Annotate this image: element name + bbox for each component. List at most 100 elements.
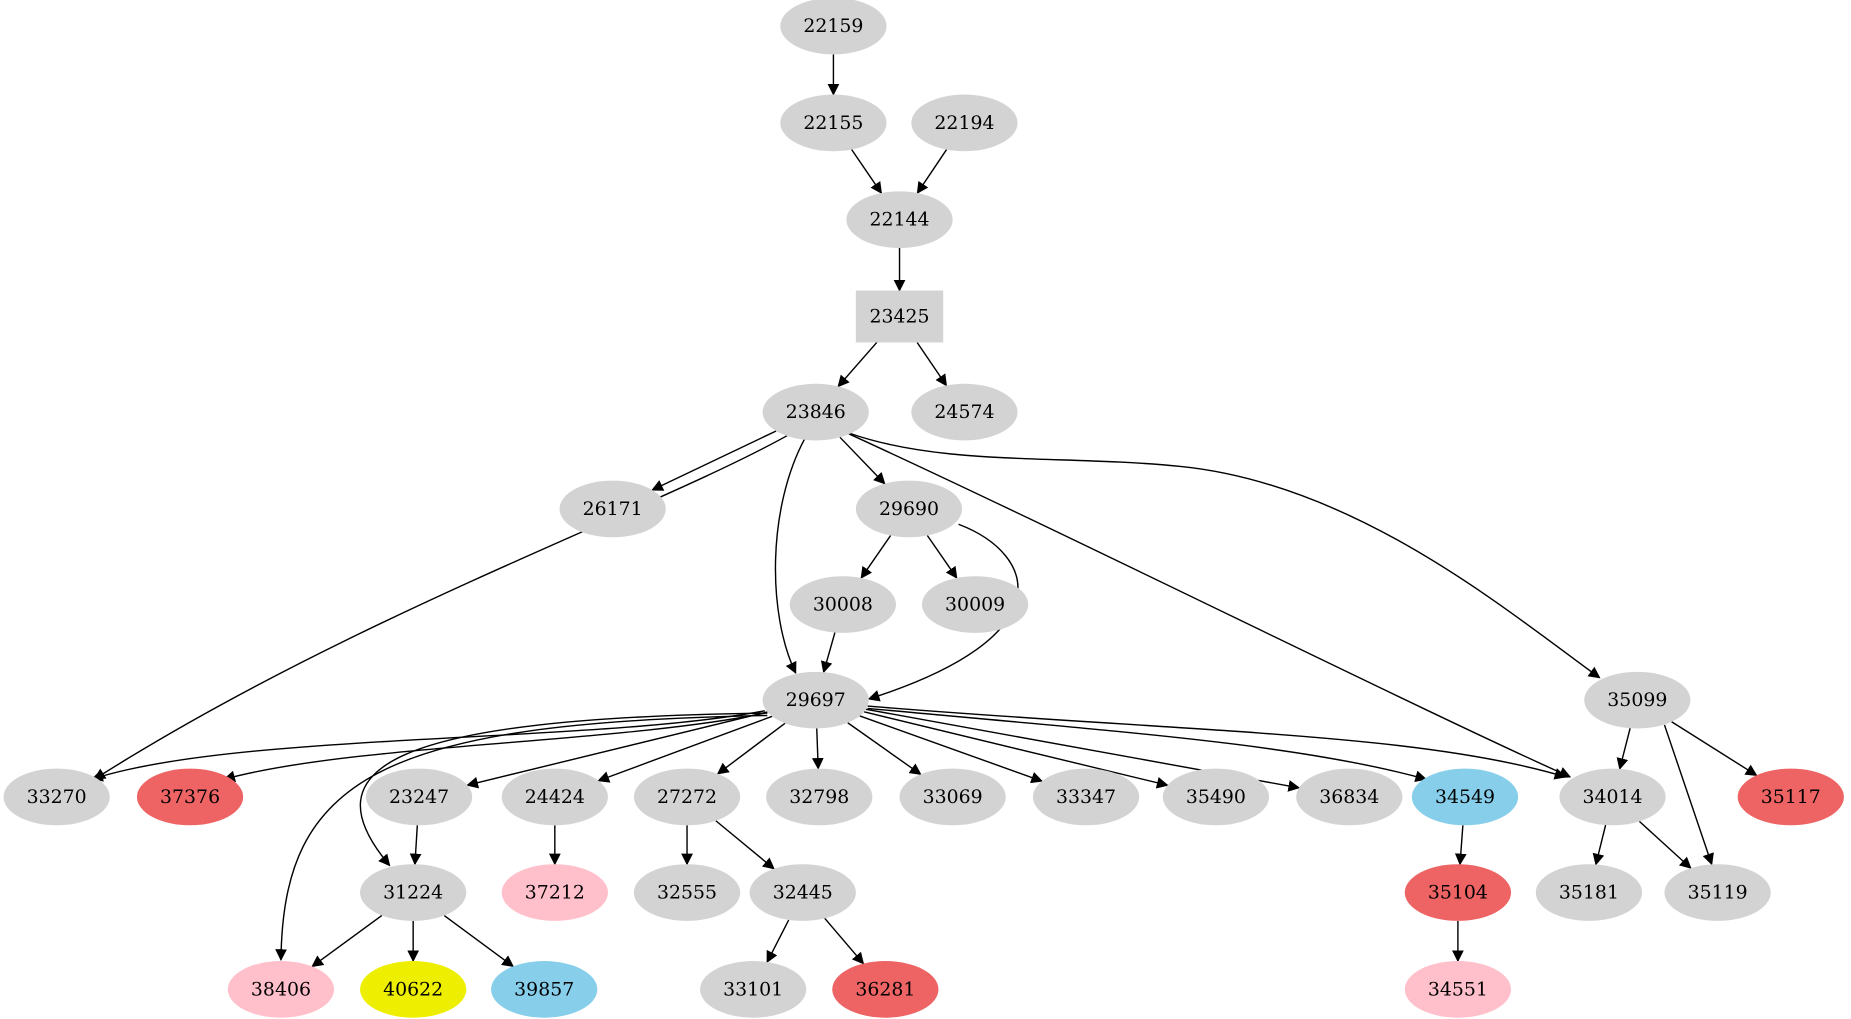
edge-22155-22144 <box>851 149 883 195</box>
edge-34014-35181 <box>1592 824 1607 866</box>
node-label: 24574 <box>934 401 994 423</box>
node-shape <box>365 768 473 826</box>
node-label: 30008 <box>813 594 873 616</box>
edge-23425-24574 <box>916 342 948 387</box>
node-35181[interactable]: 35181 <box>1535 864 1643 921</box>
node-23846[interactable]: 23846 <box>762 383 869 441</box>
node-label: 23846 <box>786 401 846 423</box>
node-24424[interactable]: 24424 <box>501 768 608 826</box>
edge-32445-33101 <box>766 919 790 964</box>
node-22194[interactable]: 22194 <box>911 94 1018 152</box>
node-35117[interactable]: 35117 <box>1737 768 1844 826</box>
node-shape <box>921 576 1029 633</box>
edge-27272-32445 <box>715 820 775 870</box>
node-22144[interactable]: 22144 <box>846 191 953 249</box>
node-shape <box>633 864 741 921</box>
node-33347[interactable]: 33347 <box>1032 768 1140 826</box>
node-label: 34014 <box>1583 786 1643 808</box>
edge-31224-38406 <box>311 914 383 968</box>
node-label: 29697 <box>786 689 846 711</box>
node-label: 34549 <box>1435 786 1495 808</box>
node-35099[interactable]: 35099 <box>1584 671 1691 729</box>
node-32445[interactable]: 32445 <box>749 864 856 921</box>
edge-29697-35490 <box>863 711 1169 789</box>
node-23425[interactable]: 23425 <box>855 290 944 343</box>
node-30008[interactable]: 30008 <box>789 576 896 633</box>
node-label: 23247 <box>389 786 449 808</box>
edge-29697-34014 <box>867 705 1567 780</box>
node-label: 29690 <box>879 498 939 520</box>
node-29690[interactable]: 29690 <box>855 480 963 538</box>
node-shape <box>1664 864 1771 921</box>
node-label: 22155 <box>803 112 863 134</box>
edge-34014-35119 <box>1638 820 1692 869</box>
node-33101[interactable]: 33101 <box>700 961 807 1018</box>
node-31224[interactable]: 31224 <box>360 864 467 921</box>
node-shape <box>559 480 666 538</box>
node-label: 32555 <box>657 882 717 904</box>
node-shape <box>780 94 887 152</box>
node-shape <box>1404 961 1512 1018</box>
node-label: 34551 <box>1428 978 1488 1000</box>
edge-23425-23846 <box>837 341 878 388</box>
node-29697[interactable]: 29697 <box>762 671 869 729</box>
node-label: 22159 <box>803 15 863 37</box>
node-label: 26171 <box>583 498 643 520</box>
node-23247[interactable]: 23247 <box>365 768 473 826</box>
node-37212[interactable]: 37212 <box>501 864 608 921</box>
edge-29697-23247 <box>466 711 768 789</box>
node-40622[interactable]: 40622 <box>360 961 467 1018</box>
node-33069[interactable]: 33069 <box>899 768 1006 826</box>
node-27272[interactable]: 27272 <box>633 768 741 826</box>
node-24574[interactable]: 24574 <box>911 383 1018 441</box>
node-shape <box>227 961 335 1018</box>
edge-29697-38406 <box>275 714 768 962</box>
node-shape <box>1559 768 1666 826</box>
node-shape <box>360 864 467 921</box>
node-33270[interactable]: 33270 <box>3 768 110 826</box>
node-label: 35099 <box>1607 689 1667 711</box>
node-35490[interactable]: 35490 <box>1162 768 1270 826</box>
node-shape <box>1404 864 1512 921</box>
node-shape <box>749 864 856 921</box>
node-label: 27272 <box>657 786 717 808</box>
node-shape <box>1162 768 1270 826</box>
node-shape <box>501 864 608 921</box>
edge-29697-27272 <box>716 722 786 775</box>
node-label: 37376 <box>160 786 220 808</box>
node-37376[interactable]: 37376 <box>136 768 244 826</box>
node-22155[interactable]: 22155 <box>780 94 887 152</box>
node-34549[interactable]: 34549 <box>1411 768 1519 826</box>
edge-23846-34014 <box>844 431 1572 778</box>
node-22159[interactable]: 22159 <box>780 0 887 55</box>
edge-23846-33270 <box>93 431 794 780</box>
node-shape <box>633 768 741 826</box>
node-32555[interactable]: 32555 <box>633 864 741 921</box>
node-36834[interactable]: 36834 <box>1296 768 1403 826</box>
node-38406[interactable]: 38406 <box>227 961 335 1018</box>
node-39857[interactable]: 39857 <box>491 961 598 1018</box>
node-label: 33101 <box>723 978 783 1000</box>
edge-29690-30009 <box>926 535 958 579</box>
edge-32445-36281 <box>824 917 865 965</box>
edge-35099-35117 <box>1671 721 1758 776</box>
node-shape <box>700 961 807 1018</box>
node-label: 33347 <box>1056 786 1116 808</box>
node-shape <box>136 768 244 826</box>
node-label: 38406 <box>251 978 311 1000</box>
node-shape <box>1411 768 1519 826</box>
node-shape <box>1584 671 1691 729</box>
node-35119[interactable]: 35119 <box>1664 864 1771 921</box>
edge-29697-34549 <box>867 707 1428 783</box>
node-34014[interactable]: 34014 <box>1559 768 1666 826</box>
node-35104[interactable]: 35104 <box>1404 864 1512 921</box>
node-shape <box>762 383 869 441</box>
node-34551[interactable]: 34551 <box>1404 961 1512 1018</box>
node-26171[interactable]: 26171 <box>559 480 666 538</box>
node-36281[interactable]: 36281 <box>832 961 939 1018</box>
node-32798[interactable]: 32798 <box>766 768 873 826</box>
node-shape <box>766 768 873 826</box>
node-label: 36834 <box>1319 786 1379 808</box>
edge-23846-29690 <box>839 436 886 485</box>
node-30009[interactable]: 30009 <box>921 576 1029 633</box>
